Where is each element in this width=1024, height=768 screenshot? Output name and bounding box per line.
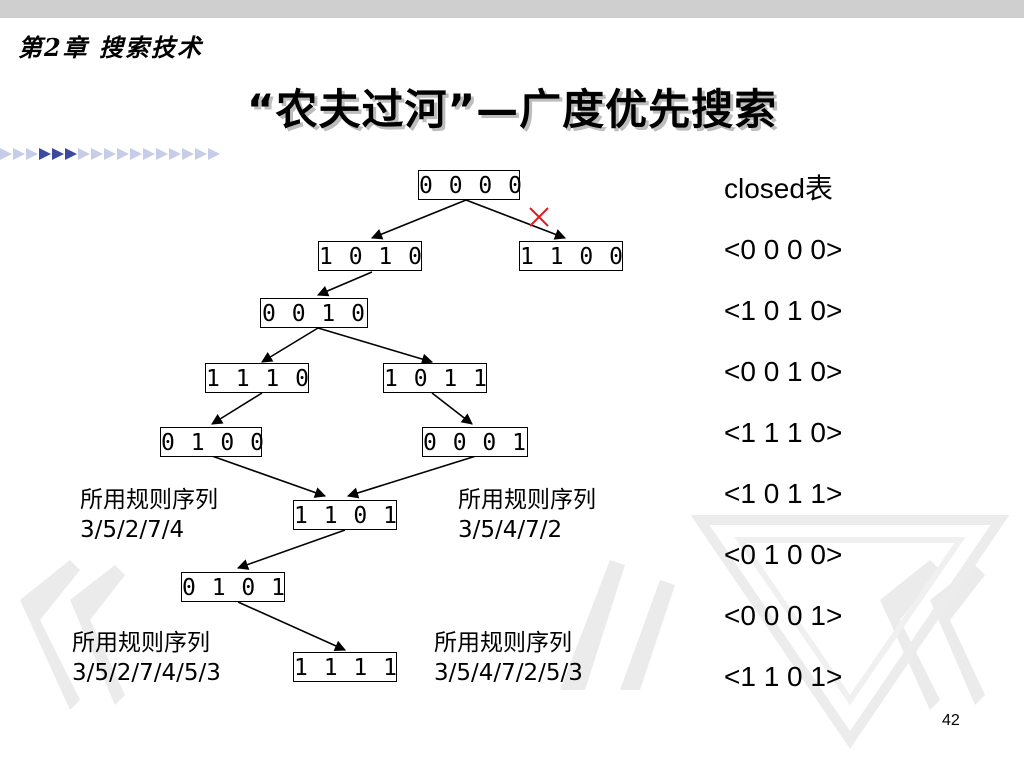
tree-node-0001: 0 0 0 1 [422, 427, 528, 457]
arrow-icon [13, 148, 25, 160]
closed-list-item: <1 1 0 1> [724, 661, 843, 692]
rule-label: 所用规则序列 [80, 487, 218, 513]
closed-list-item: <0 0 0 1> [724, 600, 843, 631]
tree-node-0010: 0 0 1 0 [260, 298, 368, 328]
rule-sequence: 3/5/4/7/2/5/3 [434, 660, 583, 686]
closed-list-title: closed表 [724, 173, 833, 204]
edge [317, 327, 434, 365]
arrow-icon [208, 148, 220, 160]
edge [211, 455, 327, 498]
tree-node-1101: 1 1 0 1 [293, 500, 397, 530]
tree-node-0101: 0 1 0 1 [181, 572, 285, 602]
arrow-icon [52, 148, 64, 160]
rule-label: 所用规则序列 [458, 487, 596, 513]
arrow-icon [65, 148, 77, 160]
reject-mark-icon [529, 207, 549, 227]
chapter-label: 第2章 搜索技术 [18, 33, 204, 62]
arrow-icon [130, 148, 142, 160]
edge [211, 392, 263, 425]
rule-annotation: 所用规则序列 3/5/4/7/2 [458, 485, 596, 545]
tree-node-1010: 1 0 1 0 [318, 241, 422, 271]
edge [431, 392, 473, 425]
arrow-icon [195, 148, 207, 160]
arrow-icon [0, 148, 12, 160]
arrow-icon [169, 148, 181, 160]
edge [346, 455, 477, 499]
edge [236, 529, 346, 570]
arrow-icon [78, 148, 90, 160]
tree-node-1100: 1 1 0 0 [519, 241, 623, 271]
arrow-icon [117, 148, 129, 160]
tree-node-1111: 1 1 1 1 [293, 652, 397, 682]
page-title: “农夫过河”—广度优先搜索 [246, 85, 778, 134]
page-number: 42 [942, 712, 960, 729]
closed-list-item: <1 0 1 0> [724, 295, 843, 326]
rule-label: 所用规则序列 [72, 630, 210, 656]
rule-annotation: 所用规则序列 3/5/4/7/2/5/3 [434, 628, 583, 688]
closed-list-item: <0 1 0 0> [724, 539, 843, 570]
rule-annotation: 所用规则序列 3/5/2/7/4/5/3 [72, 628, 221, 688]
arrow-icon [143, 148, 155, 160]
edge [316, 271, 373, 297]
closed-list: closed表 <0 0 0 0> <1 0 1 0> <0 0 1 0> <1… [724, 170, 842, 719]
arrow-icon [104, 148, 116, 160]
closed-list-item: <1 0 1 1> [724, 478, 843, 509]
rule-annotation: 所用规则序列 3/5/2/7/4 [80, 485, 218, 545]
tree-node-0100: 0 1 0 0 [160, 427, 264, 457]
closed-list-item: <0 0 1 0> [724, 356, 843, 387]
rule-sequence: 3/5/2/7/4 [80, 517, 185, 543]
arrow-icon [39, 148, 51, 160]
edge [370, 199, 467, 240]
tree-node-1110: 1 1 1 0 [205, 363, 309, 393]
arrow-icon [26, 148, 38, 160]
rule-label: 所用规则序列 [434, 630, 572, 656]
rule-sequence: 3/5/2/7/4/5/3 [72, 660, 221, 686]
tree-node-1011: 1 0 1 1 [383, 363, 487, 393]
tree-node-0000: 0 0 0 0 [418, 170, 522, 200]
edge [465, 199, 567, 240]
arrow-icon [91, 148, 103, 160]
arrow-icon [182, 148, 194, 160]
arrow-icon [156, 148, 168, 160]
decorative-arrow-strip [0, 148, 221, 166]
edge [237, 601, 347, 651]
closed-list-item: <0 0 0 0> [724, 234, 843, 265]
closed-list-item: <1 1 1 0> [724, 417, 843, 448]
edge [261, 327, 319, 363]
rule-sequence: 3/5/4/7/2 [458, 517, 563, 543]
top-bar [0, 0, 1024, 18]
